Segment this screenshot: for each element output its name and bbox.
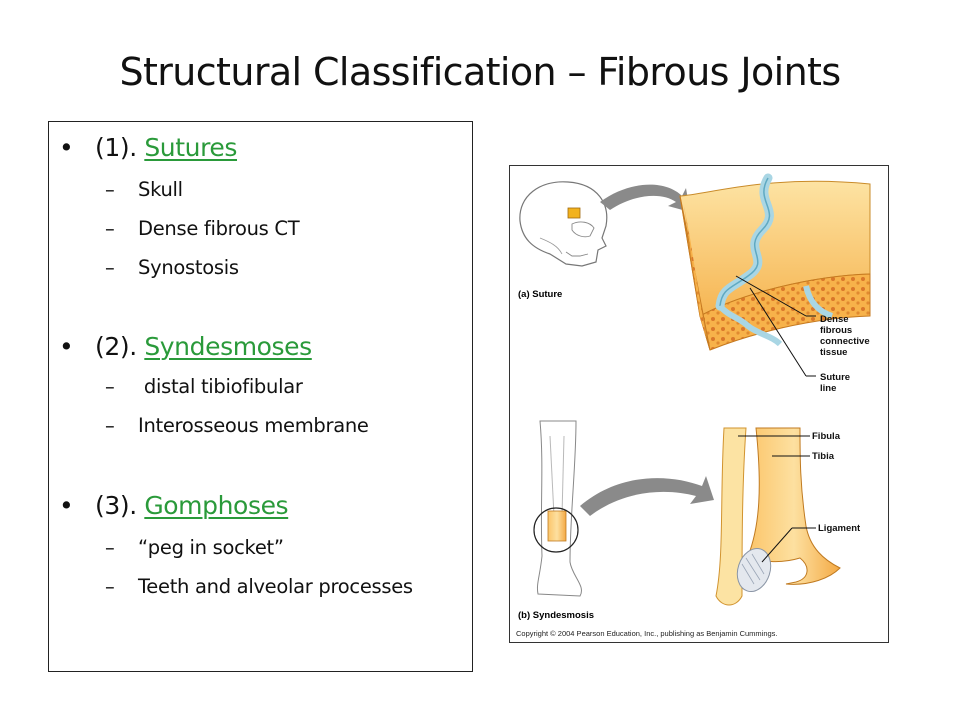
tibia-fibula-illustration [715, 427, 841, 606]
label-fibula: Fibula [812, 431, 840, 442]
sub-dash: – [105, 178, 115, 201]
panel-b-label: (b) Syndesmosis [518, 610, 594, 621]
leg-outline-icon [533, 420, 582, 597]
sub-dash: – [105, 536, 115, 559]
content-text-box[interactable]: • (1). Sutures – Skull – Dense fibrous C… [48, 121, 473, 672]
sub-item-text: “peg in socket” [138, 536, 284, 559]
label-dense-fibrous-tissue: Dense fibrous connective tissue [820, 314, 870, 358]
label-ligament: Ligament [818, 523, 861, 534]
sub-item-text: Interosseous membrane [138, 414, 369, 437]
bullet-prefix: (2). [95, 332, 145, 361]
arrow-to-syndesmosis-icon [580, 476, 714, 516]
fibrous-joints-figure: (a) Suture (b) Syndesmosis [509, 165, 889, 643]
skull-icon [519, 181, 608, 267]
sub-item-text: Skull [138, 178, 183, 201]
sub-item-text: Dense fibrous CT [138, 217, 300, 240]
sub-dash: – [105, 375, 115, 398]
slide-title: Structural Classification – Fibrous Join… [119, 50, 841, 94]
suture-bone-block [679, 173, 871, 351]
gomphoses-link[interactable]: Gomphoses [144, 491, 289, 520]
arrow-to-suture-icon [600, 184, 690, 212]
bullet-marker: • [59, 133, 74, 162]
sub-item-text: Teeth and alveolar processes [138, 575, 413, 598]
sub-dash: – [105, 575, 115, 598]
sub-item-text: distal tibiofibular [138, 375, 303, 398]
label-suture-line: Suture line [820, 372, 851, 394]
panel-a-label: (a) Suture [518, 289, 562, 300]
figure-illustration: (a) Suture (b) Syndesmosis [518, 173, 871, 621]
sub-dash: – [105, 256, 115, 279]
sub-dash: – [105, 217, 115, 240]
bullet-marker: • [59, 332, 74, 361]
bullet-prefix: (3). [95, 491, 145, 520]
sutures-link[interactable]: Sutures [144, 133, 238, 162]
label-tibia: Tibia [812, 451, 834, 462]
sub-item-text: Synostosis [138, 256, 239, 279]
syndesmoses-link[interactable]: Syndesmoses [144, 332, 312, 361]
sub-dash: – [105, 414, 115, 437]
bullet-marker: • [59, 491, 74, 520]
bullet-prefix: (1). [95, 133, 145, 162]
figure-copyright: Copyright © 2004 Pearson Education, Inc.… [516, 629, 778, 638]
